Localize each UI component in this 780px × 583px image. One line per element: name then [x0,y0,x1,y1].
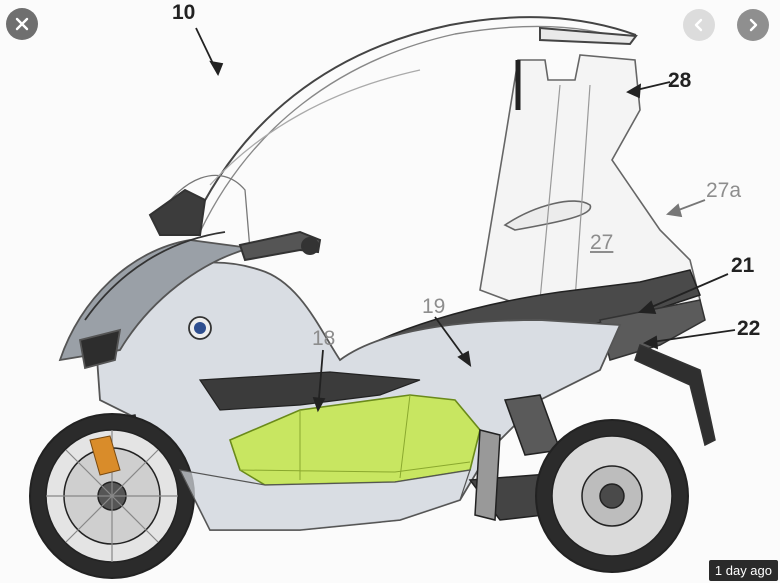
callout-22: 22 [737,317,761,340]
next-image-button[interactable] [737,9,769,41]
previous-image-button[interactable] [683,9,715,41]
chevron-right-icon [749,18,758,32]
callout-19: 19 [422,295,446,318]
front-wheel [29,413,195,579]
callout-27: 27 [590,231,614,254]
timestamp-badge: 1 day ago [708,560,778,581]
callout-21: 21 [731,254,755,277]
callout-27a: 27a [706,179,742,202]
battery-pack [229,394,481,486]
handlebar [148,188,322,262]
seat-backrest [479,54,701,321]
rear-tail [599,299,716,447]
callout-18: 18 [312,327,336,350]
close-icon [15,17,29,31]
callout-10: 10 [172,1,196,24]
floorboard [198,371,421,411]
roof-canopy [189,16,638,233]
close-button[interactable] [6,8,38,40]
leader-lines [195,27,736,413]
callout-28: 28 [668,69,692,92]
rear-wheel [535,419,689,573]
chevron-left-icon [694,18,703,32]
